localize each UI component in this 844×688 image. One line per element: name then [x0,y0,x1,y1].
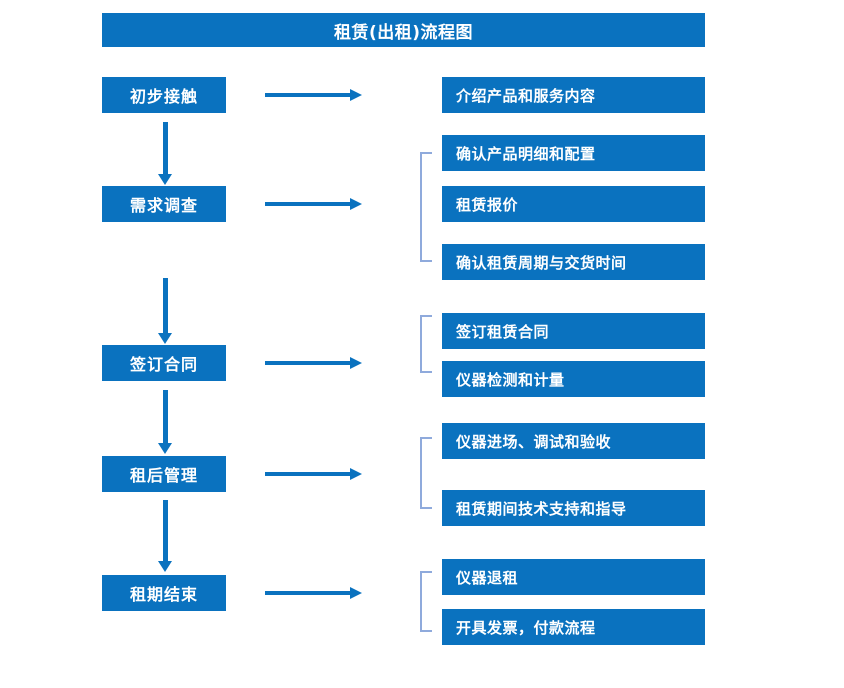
task-box-9[interactable]: 仪器退租 [442,559,705,595]
task-box-5[interactable]: 签订租赁合同 [442,313,705,349]
arrow-right-icon-3 [265,356,362,370]
group-bracket-icon-5 [420,571,432,632]
arrow-right-icon-4 [265,467,362,481]
arrow-down-icon-1 [158,122,172,185]
group-bracket-icon-2 [420,152,432,262]
task-box-10[interactable]: 开具发票，付款流程 [442,609,705,645]
group-bracket-icon-3 [420,315,432,373]
stage-box-4[interactable]: 租后管理 [102,456,226,492]
task-box-1[interactable]: 介绍产品和服务内容 [442,77,705,113]
task-box-4[interactable]: 确认租赁周期与交货时间 [442,244,705,280]
stage-box-3[interactable]: 签订合同 [102,345,226,381]
task-box-7[interactable]: 仪器进场、调试和验收 [442,423,705,459]
arrow-right-icon-2 [265,197,362,211]
arrow-down-icon-4 [158,500,172,572]
task-box-8[interactable]: 租赁期间技术支持和指导 [442,490,705,526]
task-box-2[interactable]: 确认产品明细和配置 [442,135,705,171]
stage-box-1[interactable]: 初步接触 [102,77,226,113]
arrow-right-icon-1 [265,88,362,102]
task-box-6[interactable]: 仪器检测和计量 [442,361,705,397]
stage-box-2[interactable]: 需求调查 [102,186,226,222]
stage-box-5[interactable]: 租期结束 [102,575,226,611]
arrow-down-icon-2 [158,278,172,344]
arrow-right-icon-5 [265,586,362,600]
diagram-title: 租赁(出租)流程图 [102,13,705,47]
task-box-3[interactable]: 租赁报价 [442,186,705,222]
arrow-down-icon-3 [158,390,172,454]
group-bracket-icon-4 [420,437,432,509]
